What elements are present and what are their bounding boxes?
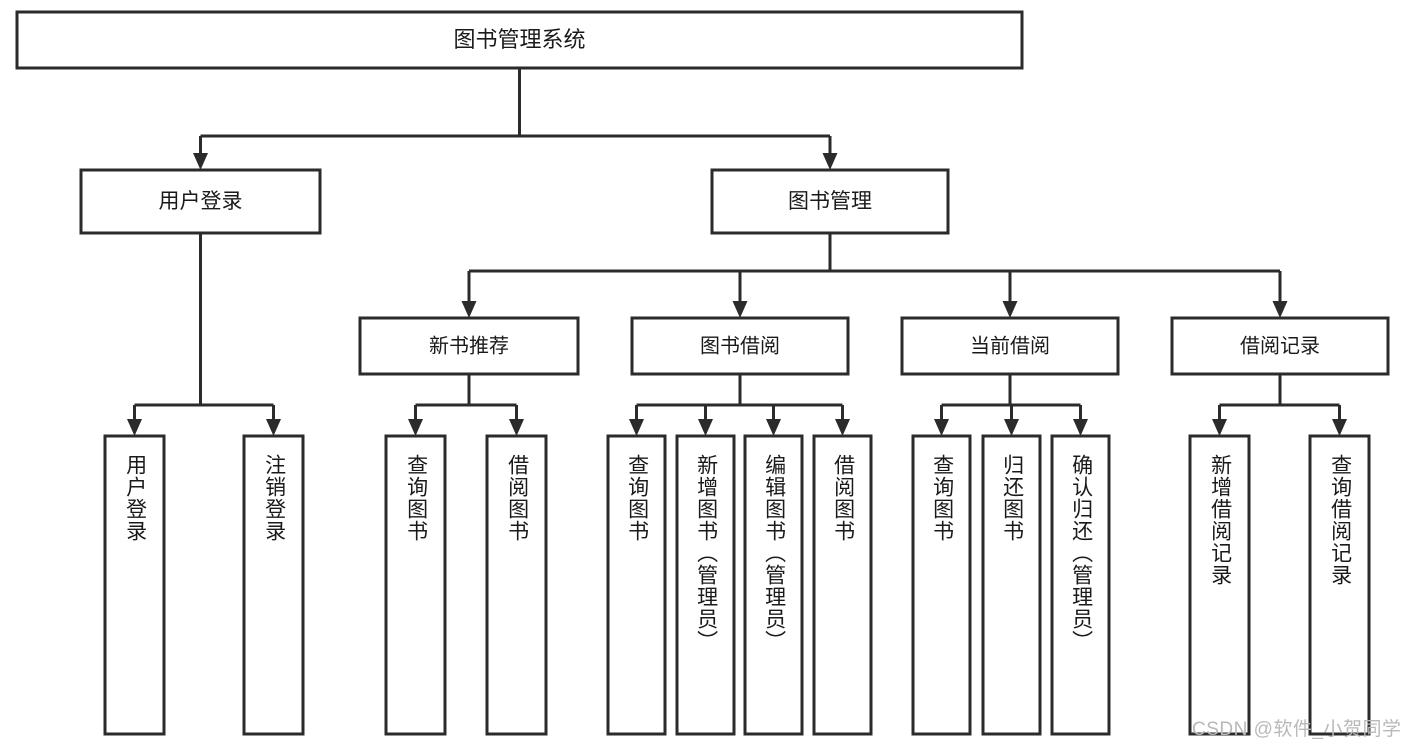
node-leaf-confirm-return[interactable] bbox=[1050, 434, 1111, 736]
node-leaf-borrow-book-1[interactable] bbox=[485, 434, 548, 736]
node-root-label: 图书管理系统 bbox=[453, 27, 585, 52]
node-leaf-query-book-2[interactable] bbox=[606, 434, 667, 736]
node-leaf-logout[interactable] bbox=[242, 434, 305, 736]
leaf-connector-leaf-add-book-arrowhead bbox=[698, 419, 713, 436]
node-new-book-recommend-label: 新书推荐 bbox=[429, 334, 509, 357]
node-leaf-query-book-3[interactable] bbox=[911, 434, 972, 736]
box-layer bbox=[15, 10, 1390, 736]
node-leaf-return-book[interactable] bbox=[981, 434, 1042, 736]
node-book-manage-label: 图书管理 bbox=[788, 190, 872, 213]
node-new-book-recommend[interactable] bbox=[358, 316, 580, 376]
leaf-connector-leaf-query-book-2-arrowhead bbox=[629, 419, 644, 436]
node-leaf-add-book[interactable] bbox=[675, 434, 736, 736]
node-leaf-query-book-1[interactable] bbox=[384, 434, 447, 736]
tier2-connector-new-book-recommend-arrowhead bbox=[461, 301, 477, 318]
tier2-connector-book-borrow-arrowhead bbox=[732, 301, 748, 318]
node-leaf-query-record[interactable] bbox=[1308, 434, 1371, 736]
node-current-borrow-label: 当前借阅 bbox=[970, 334, 1050, 357]
tier1-connector-user-login-arrowhead bbox=[193, 153, 208, 170]
leaf-connector-leaf-user-login-arrowhead bbox=[127, 419, 142, 436]
node-user-login-label: 用户登录 bbox=[159, 190, 243, 213]
leaf-connector-leaf-edit-book-arrowhead bbox=[766, 419, 781, 436]
leaf-connector-leaf-borrow-book-2-arrowhead bbox=[835, 419, 850, 436]
leaf-connector-leaf-query-book-3-arrowhead bbox=[934, 419, 949, 436]
node-user-login[interactable] bbox=[79, 168, 322, 235]
connector-layer bbox=[127, 68, 1347, 436]
node-leaf-user-login[interactable] bbox=[103, 434, 166, 736]
leaf-connector-leaf-return-book-arrowhead bbox=[1004, 419, 1019, 436]
leaf-connector-leaf-logout-arrowhead bbox=[266, 419, 281, 436]
node-leaf-edit-book[interactable] bbox=[743, 434, 804, 736]
leaf-connector-leaf-add-record-arrowhead bbox=[1212, 419, 1227, 436]
node-book-borrow[interactable] bbox=[630, 316, 850, 376]
node-borrow-record[interactable] bbox=[1170, 316, 1390, 376]
node-borrow-record-label: 借阅记录 bbox=[1240, 334, 1320, 357]
node-leaf-add-record[interactable] bbox=[1188, 434, 1251, 736]
node-book-manage[interactable] bbox=[710, 168, 950, 235]
leaf-connector-leaf-confirm-return-arrowhead bbox=[1073, 419, 1088, 436]
leaf-connector-leaf-query-record-arrowhead bbox=[1332, 419, 1347, 436]
leaf-connector-leaf-borrow-book-1-arrowhead bbox=[509, 419, 524, 436]
node-book-borrow-label: 图书借阅 bbox=[700, 334, 780, 357]
csdn-watermark: CSDN @软件_小贺同学 bbox=[1192, 719, 1402, 740]
leaf-connector-leaf-query-book-1-arrowhead bbox=[408, 419, 423, 436]
tier1-connector-book-manage-arrowhead bbox=[822, 153, 838, 170]
tier2-connector-borrow-record-arrowhead bbox=[1272, 301, 1288, 318]
tier2-connector-current-borrow-arrowhead bbox=[1002, 301, 1018, 318]
node-current-borrow[interactable] bbox=[900, 316, 1120, 376]
node-root[interactable] bbox=[15, 10, 1024, 70]
node-leaf-borrow-book-2[interactable] bbox=[812, 434, 873, 736]
